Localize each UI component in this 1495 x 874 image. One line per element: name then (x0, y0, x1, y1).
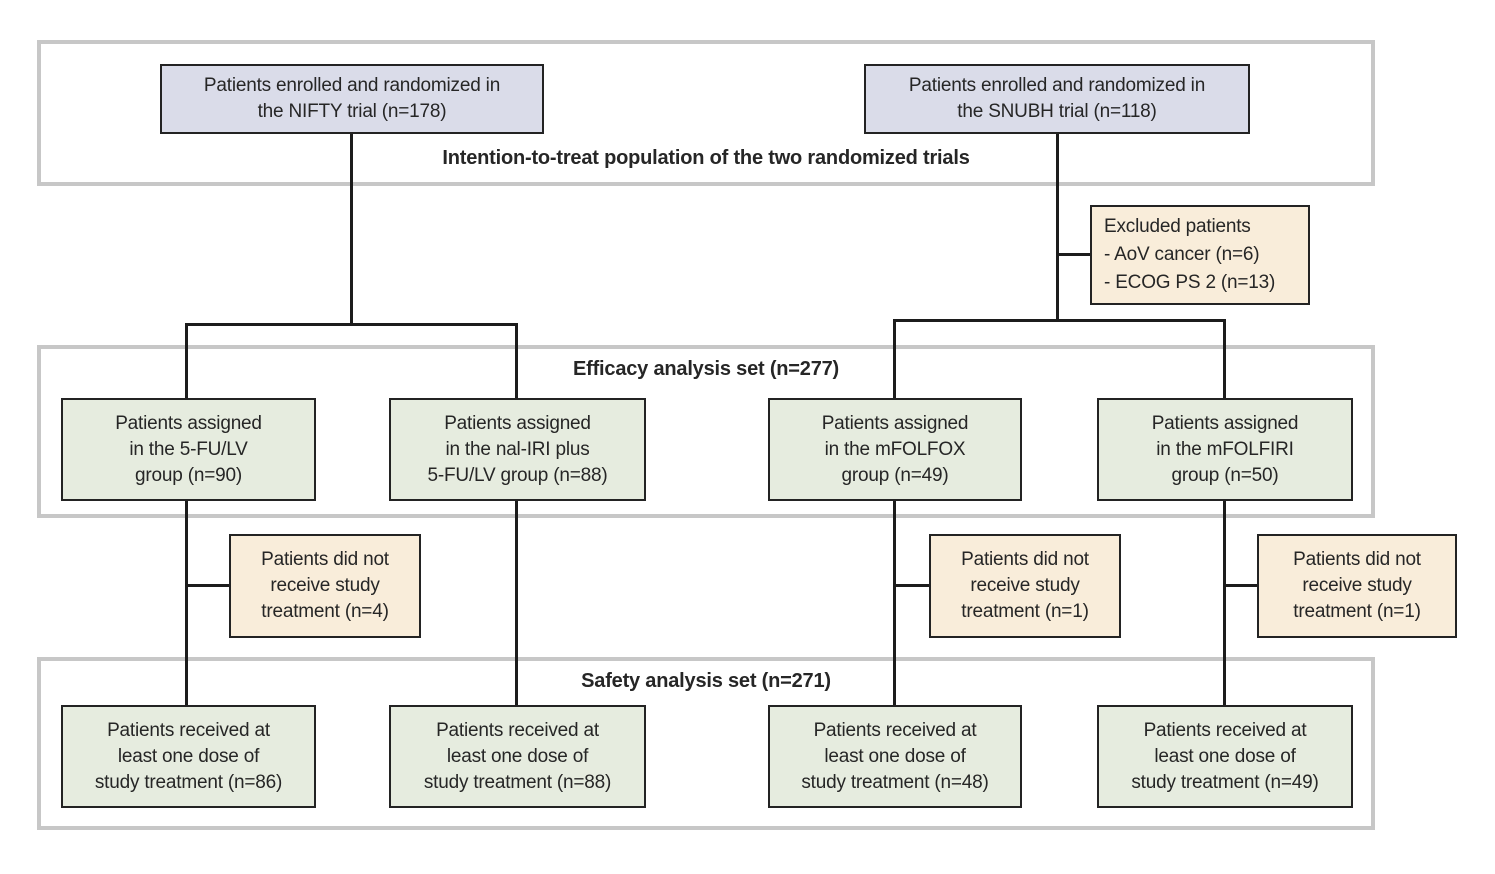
efficacy-group-naliri-box: Patients assigned in the nal-IRI plus 5-… (389, 398, 646, 501)
connector-not-treated-2-line (894, 584, 930, 587)
efficacy-analysis-container: Efficacy analysis set (n=277) (37, 345, 1375, 518)
itt-population-label: Intention-to-treat population of the two… (442, 147, 970, 169)
connector-snubh-vertical-line (1056, 134, 1059, 321)
safety-analysis-label: Safety analysis set (n=271) (581, 670, 831, 692)
connector-mfolfox-drop-line (893, 319, 896, 399)
nifty-enrollment-box: Patients enrolled and randomized in the … (160, 64, 544, 134)
connector-safety-3-line (893, 500, 896, 706)
not-treated-mfolfox-box: Patients did not receive study treatment… (929, 534, 1121, 638)
safety-group-mfolfiri-box: Patients received at least one dose of s… (1097, 705, 1353, 808)
excluded-patients-box: Excluded patients - AoV cancer (n=6) - E… (1090, 205, 1310, 305)
connector-safety-4-line (1223, 500, 1226, 706)
itt-population-container: Intention-to-treat population of the two… (37, 40, 1375, 186)
safety-group-naliri-box: Patients received at least one dose of s… (389, 705, 646, 808)
connector-safety-2-line (515, 500, 518, 706)
connector-excluded-line (1056, 253, 1092, 256)
efficacy-analysis-label: Efficacy analysis set (n=277) (572, 358, 840, 380)
connector-nifty-vertical-line (350, 134, 353, 325)
connector-mfolfiri-drop-line (1223, 319, 1226, 399)
efficacy-group-mfolfox-box: Patients assigned in the mFOLFOX group (… (768, 398, 1022, 501)
not-treated-mfolfiri-box: Patients did not receive study treatment… (1257, 534, 1457, 638)
safety-group-5fulv-box: Patients received at least one dose of s… (61, 705, 316, 808)
safety-analysis-container: Safety analysis set (n=271) (37, 657, 1375, 830)
safety-group-mfolfox-box: Patients received at least one dose of s… (768, 705, 1022, 808)
connector-not-treated-3-line (1224, 584, 1258, 587)
connector-naliri-drop-line (515, 323, 518, 399)
connector-not-treated-1-line (186, 584, 230, 587)
connector-right-branch-line (893, 319, 1226, 322)
efficacy-group-5fulv-box: Patients assigned in the 5-FU/LV group (… (61, 398, 316, 501)
connector-safety-1-line (185, 500, 188, 706)
connector-5fulv-drop-line (185, 323, 188, 399)
snubh-enrollment-box: Patients enrolled and randomized in the … (864, 64, 1250, 134)
efficacy-group-mfolfiri-box: Patients assigned in the mFOLFIRI group … (1097, 398, 1353, 501)
not-treated-5fulv-box: Patients did not receive study treatment… (229, 534, 421, 638)
connector-left-branch-line (185, 323, 518, 326)
